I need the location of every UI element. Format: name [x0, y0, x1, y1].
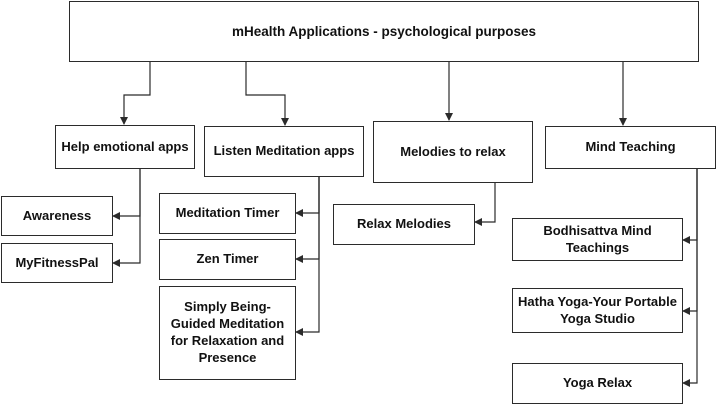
category-help-emotional-apps: Help emotional apps [55, 125, 195, 169]
app-awareness: Awareness [1, 196, 113, 236]
root-node: mHealth Applications - psychological pur… [69, 1, 699, 62]
category-mind-teaching: Mind Teaching [545, 126, 716, 169]
app-yoga-relax: Yoga Relax [512, 363, 683, 404]
connector-listen-to-meditation-timer [295, 177, 320, 217]
category-listen-meditation-apps: Listen Meditation apps [204, 126, 364, 177]
app-meditation-timer: Meditation Timer [159, 193, 296, 234]
app-hatha-yoga: Hatha Yoga-Your Portable Yoga Studio [512, 288, 683, 333]
connector-root-to-help-emotional [120, 62, 151, 125]
connector-melodies-to-relax-melodies [474, 183, 496, 226]
connector-help-emotional-to-myfitnesspal [112, 169, 141, 267]
app-relax-melodies: Relax Melodies [333, 204, 475, 245]
app-zen-timer: Zen Timer [159, 239, 296, 280]
connector-listen-to-simply-being [295, 177, 320, 336]
category-melodies-to-relax: Melodies to relax [373, 121, 533, 183]
app-simply-being: Simply Being-Guided Meditation for Relax… [159, 286, 296, 380]
connector-mind-teaching-to-bodhisattva [682, 169, 698, 244]
connector-mind-teaching-to-yoga-relax [682, 169, 698, 387]
connector-help-emotional-to-awareness [112, 169, 141, 220]
app-bodhisattva-mind-teachings: Bodhisattva Mind Teachings [512, 218, 683, 261]
app-myfitnesspal: MyFitnessPal [1, 243, 113, 283]
connector-listen-to-zen-timer [295, 177, 320, 263]
connector-root-to-listen-meditation [245, 62, 289, 126]
